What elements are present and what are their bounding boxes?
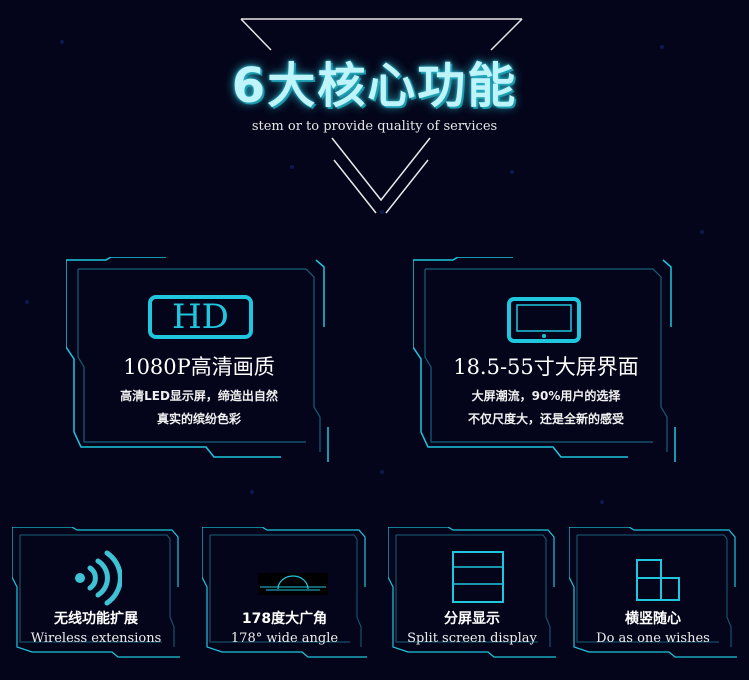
- card-frame: [12, 527, 180, 658]
- card-title: 无线功能扩展: [54, 611, 138, 627]
- page-title: 6大核心功能: [231, 58, 518, 114]
- card-frame: [66, 257, 329, 462]
- card-subtitle: Do as one wishes: [596, 631, 710, 646]
- hd-icon: HD: [148, 295, 253, 339]
- card-subtitle: 178° wide angle: [230, 631, 339, 646]
- triangle-decoration: [240, 18, 523, 214]
- card-frame: [388, 527, 556, 658]
- card-title: 分屏显示: [444, 611, 500, 627]
- feature-card-split: 分屏显示 Split screen display: [388, 527, 556, 660]
- feature-card-hd: HD 1080P高清画质 高清LED显示屏，缔造出自然 真实的缤纷色彩: [66, 257, 332, 462]
- wide-angle-icon: [258, 573, 328, 595]
- card-title: 178度大广角: [241, 611, 328, 627]
- page-subtitle: stem or to provide quality of services: [251, 119, 498, 134]
- card-desc-line: 不仅尺度大，还是全新的感受: [467, 412, 624, 426]
- feature-card-angle: 178度大广角 178° wide angle: [202, 527, 367, 660]
- card-subtitle: Wireless extensions: [30, 631, 162, 646]
- feature-card-rotate: 横竖随心 Do as one wishes: [569, 527, 737, 660]
- feature-card-screen: 18.5-55寸大屏界面 大屏潮流，90%用户的选择 不仅尺度大，还是全新的感受: [413, 257, 679, 462]
- split-screen-icon: [452, 551, 504, 603]
- card-frame: [413, 257, 676, 462]
- card-desc-line: 大屏潮流，90%用户的选择: [471, 389, 621, 403]
- card-frame: [569, 527, 737, 658]
- wireless-icon: [75, 550, 122, 606]
- tablet-screen-icon: [507, 297, 581, 343]
- card-title: 1080P高清画质: [123, 355, 275, 379]
- card-desc-line: 高清LED显示屏，缔造出自然: [120, 389, 278, 403]
- feature-card-wireless: 无线功能扩展 Wireless extensions: [12, 527, 180, 660]
- card-desc-line: 真实的缤纷色彩: [156, 412, 241, 426]
- card-frame: [202, 527, 367, 658]
- card-subtitle: Split screen display: [407, 631, 537, 646]
- card-title: 18.5-55寸大屏界面: [453, 355, 639, 379]
- rotate-layout-icon: [636, 559, 680, 601]
- card-title: 横竖随心: [625, 611, 681, 627]
